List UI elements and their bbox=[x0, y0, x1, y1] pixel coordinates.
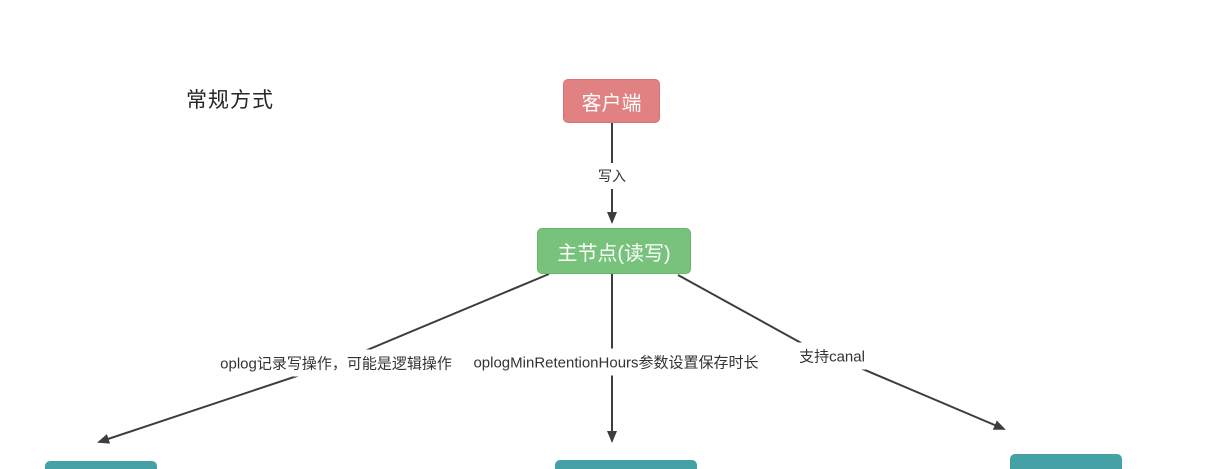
diagram-title: 常规方式 bbox=[186, 89, 274, 112]
client-node-label: 客户端 bbox=[581, 92, 642, 115]
edge-primary-to-left-upper bbox=[335, 273, 550, 364]
client-node: 客户端 bbox=[563, 79, 660, 123]
secondary-node-right bbox=[1010, 454, 1122, 469]
edge-label-oplog: oplog记录写操作，可能是逻辑操作 bbox=[214, 349, 458, 377]
secondary-node-left bbox=[45, 461, 157, 469]
primary-node-label: 主节点(读写) bbox=[557, 242, 671, 265]
edge-label-canal: 支持canal bbox=[793, 342, 871, 370]
edge-label-write: 写入 bbox=[592, 163, 632, 189]
primary-node: 主节点(读写) bbox=[537, 228, 691, 274]
edge-label-retention: oplogMinRetentionHours参数设置保存时长 bbox=[467, 348, 765, 376]
secondary-node-middle bbox=[555, 460, 697, 469]
